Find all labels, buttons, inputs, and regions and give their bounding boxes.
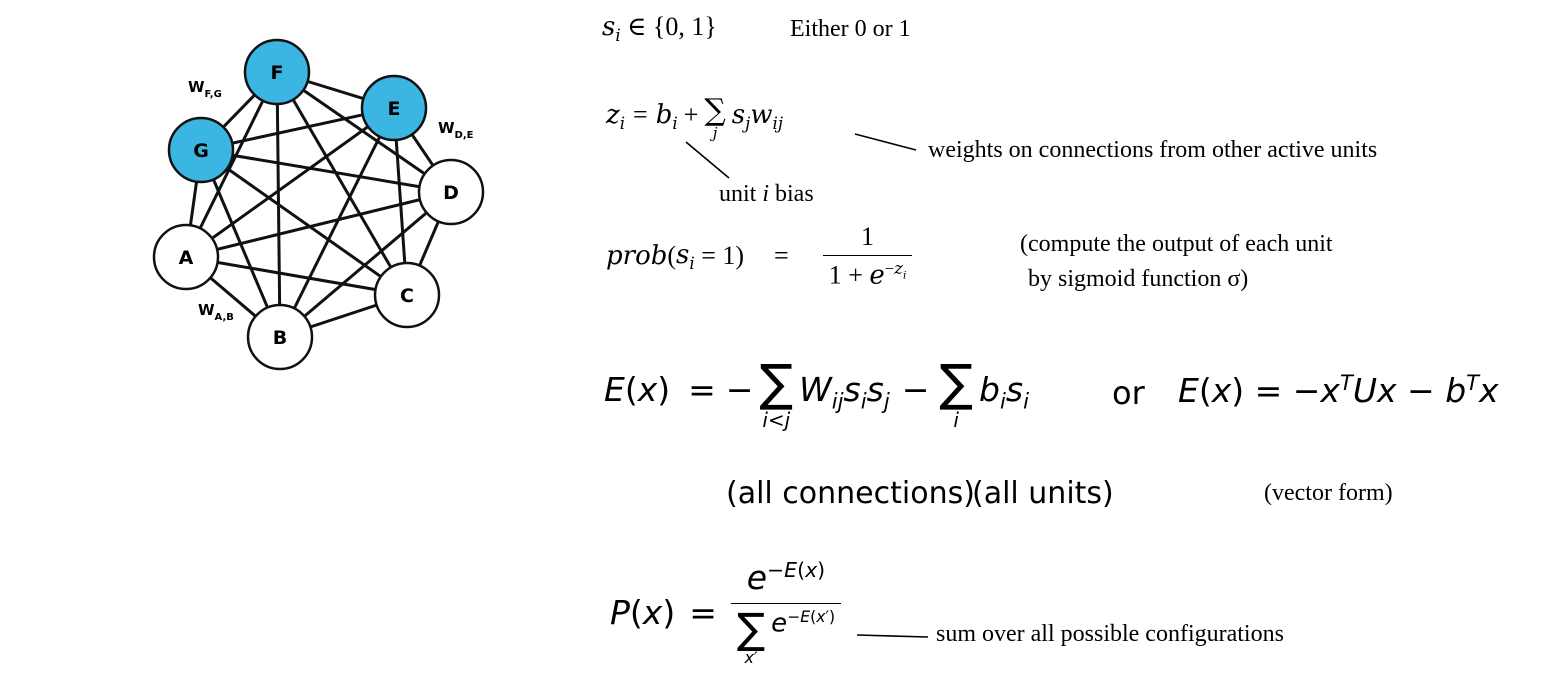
binary-state-equation: si ∈ {0, 1} [602, 12, 717, 46]
vector-form-label: (vector form) [1264, 480, 1393, 506]
energy-equation: E(x) =− ∑i<j Wijsisj − ∑i bisi [604, 354, 1029, 432]
sigmoid-note-line2: by sigmoid function σ) [1028, 266, 1249, 292]
binary-state-note: Either 0 or 1 [790, 16, 911, 42]
edge-d-b [279, 190, 452, 339]
edge-g-c [200, 148, 408, 297]
node-label-g: G [193, 140, 209, 162]
bias-connector-line [685, 141, 730, 179]
graph-nodes: F E G D A C B [152, 38, 485, 371]
node-label-d: D [443, 182, 459, 204]
node-f [243, 38, 311, 106]
node-label-a: A [179, 247, 194, 269]
node-label-e: E [388, 98, 401, 120]
graph-edges [184, 70, 453, 339]
edge-f-c [275, 71, 409, 296]
edge-f-d [276, 70, 452, 194]
all-units-label: (all units) [972, 476, 1114, 511]
node-g [167, 116, 235, 184]
node-a [152, 223, 220, 291]
edge-d-a [185, 190, 452, 259]
probability-equation: P(x) = e−E(x) ∑x′ e−E(x′) [610, 558, 842, 666]
node-e [360, 74, 428, 142]
partition-connector-line [856, 634, 929, 638]
weights-connector-line [854, 133, 917, 151]
partition-note: sum over all possible configurations [936, 621, 1284, 647]
node-label-b: B [273, 327, 287, 349]
weight-label-de: WD,E [438, 119, 474, 141]
weight-label-fg: WF,G [188, 78, 222, 100]
node-d [417, 158, 485, 226]
edge-e-a [185, 106, 395, 259]
sigmoid-note-line1: (compute the output of each unit [1020, 231, 1333, 257]
energy-vector-equation: E(x) = −xTUx − bTx [1178, 370, 1499, 410]
all-connections-label: (all connections) [726, 476, 975, 511]
or-word: or [1112, 374, 1145, 412]
node-b [246, 303, 314, 371]
net-input-equation: zi = bi + ∑j sjwij [606, 93, 784, 142]
edge-e-b [278, 107, 396, 338]
edge-a-c [185, 255, 408, 297]
edge-f-a [184, 71, 279, 258]
boltzmann-machine-graph: F E G D A C B WF,G WD,E WA,B [152, 38, 485, 371]
node-label-f: F [271, 62, 284, 84]
weights-note: weights on connections from other active… [928, 137, 1378, 163]
bias-note: unit i bias [719, 181, 814, 207]
node-label-c: C [400, 285, 414, 307]
edge-g-d [200, 148, 452, 194]
weight-label-ab: WA,B [198, 301, 234, 323]
node-c [373, 261, 441, 329]
